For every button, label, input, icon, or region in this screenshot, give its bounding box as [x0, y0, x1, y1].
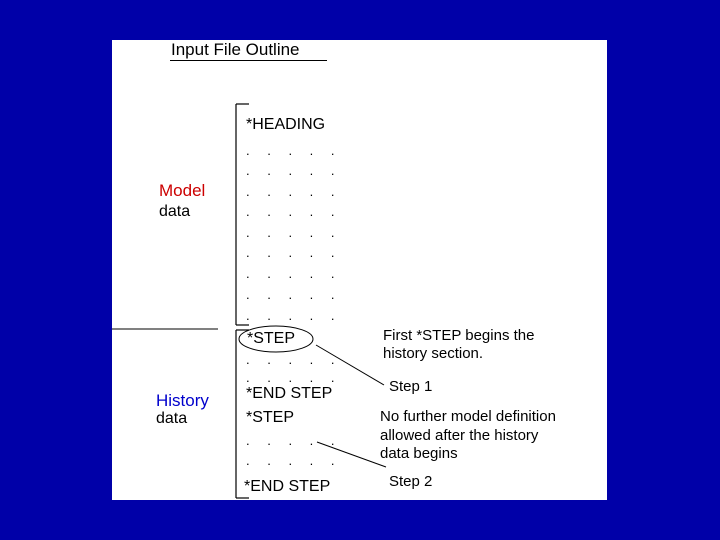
- dots-row: . . . . .: [246, 225, 342, 240]
- step-highlight-ellipse: [238, 325, 314, 353]
- history-sub-label: data: [156, 410, 188, 427]
- step1-label: Step 1: [389, 378, 433, 395]
- dots-row: . . . . .: [246, 453, 342, 468]
- dots-row: . . . . .: [246, 352, 342, 367]
- model-sub-label: data: [159, 203, 191, 220]
- dots-row: . . . . .: [246, 266, 342, 281]
- step2-keyword: *STEP: [246, 409, 295, 426]
- model-label: Model: [159, 181, 206, 200]
- step1-leader-line: [315, 344, 385, 386]
- step2-leader-line: [316, 441, 387, 468]
- no-further-note-line2: allowed after the history: [380, 427, 539, 444]
- dots-row: . . . . .: [246, 370, 342, 385]
- page-title: Input File Outline: [171, 40, 300, 59]
- dots-row: . . . . .: [246, 433, 342, 448]
- dots-row: . . . . .: [246, 163, 342, 178]
- dots-row: . . . . .: [246, 308, 342, 323]
- step2-label: Step 2: [389, 473, 433, 490]
- end-step1-keyword: *END STEP: [246, 385, 333, 402]
- dots-row: . . . . .: [246, 143, 342, 158]
- no-further-note-line3: data begins: [380, 445, 458, 462]
- dots-row: . . . . .: [246, 184, 342, 199]
- slide-panel: Input File Outline Model data History da…: [112, 40, 607, 500]
- end-step2-keyword: *END STEP: [244, 478, 331, 495]
- dots-row: . . . . .: [246, 204, 342, 219]
- no-further-note-line1: No further model definition: [380, 408, 556, 425]
- heading-keyword: *HEADING: [246, 116, 326, 133]
- step1-keyword: *STEP: [247, 330, 296, 347]
- history-label: History: [156, 391, 209, 410]
- title-underline: [170, 60, 327, 61]
- dots-row: . . . . .: [246, 287, 342, 302]
- dots-row: . . . . .: [246, 245, 342, 260]
- outline-lines: [112, 103, 387, 499]
- first-step-note-line2: history section.: [383, 345, 484, 362]
- first-step-note-line1: First *STEP begins the: [383, 327, 535, 344]
